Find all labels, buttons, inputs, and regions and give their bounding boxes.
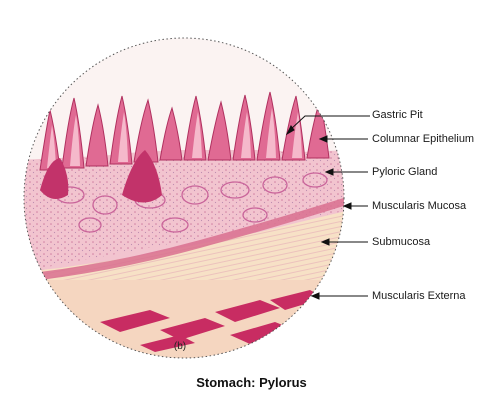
label-gastric-pit: Gastric Pit [372, 109, 423, 121]
label-pyloric-gland: Pyloric Gland [372, 166, 438, 178]
label-columnar-epithelium: Columnar Epithelium [372, 133, 475, 145]
figure-caption: Stomach: Pylorus [196, 375, 307, 390]
label-submucosa: Submucosa [372, 236, 431, 248]
tissue-section [24, 38, 344, 358]
label-muscularis-externa: Muscularis Externa [372, 290, 466, 302]
muscularis-externa-layer [24, 265, 344, 358]
field-of-view-circle [23, 37, 345, 359]
figure-sublabel: (b) [173, 341, 187, 352]
label-leaders [285, 115, 370, 300]
muscularis-mucosa-band [40, 196, 344, 280]
label-muscularis-mucosa: Muscularis Mucosa [372, 200, 467, 212]
muscle-bundles [100, 290, 325, 352]
